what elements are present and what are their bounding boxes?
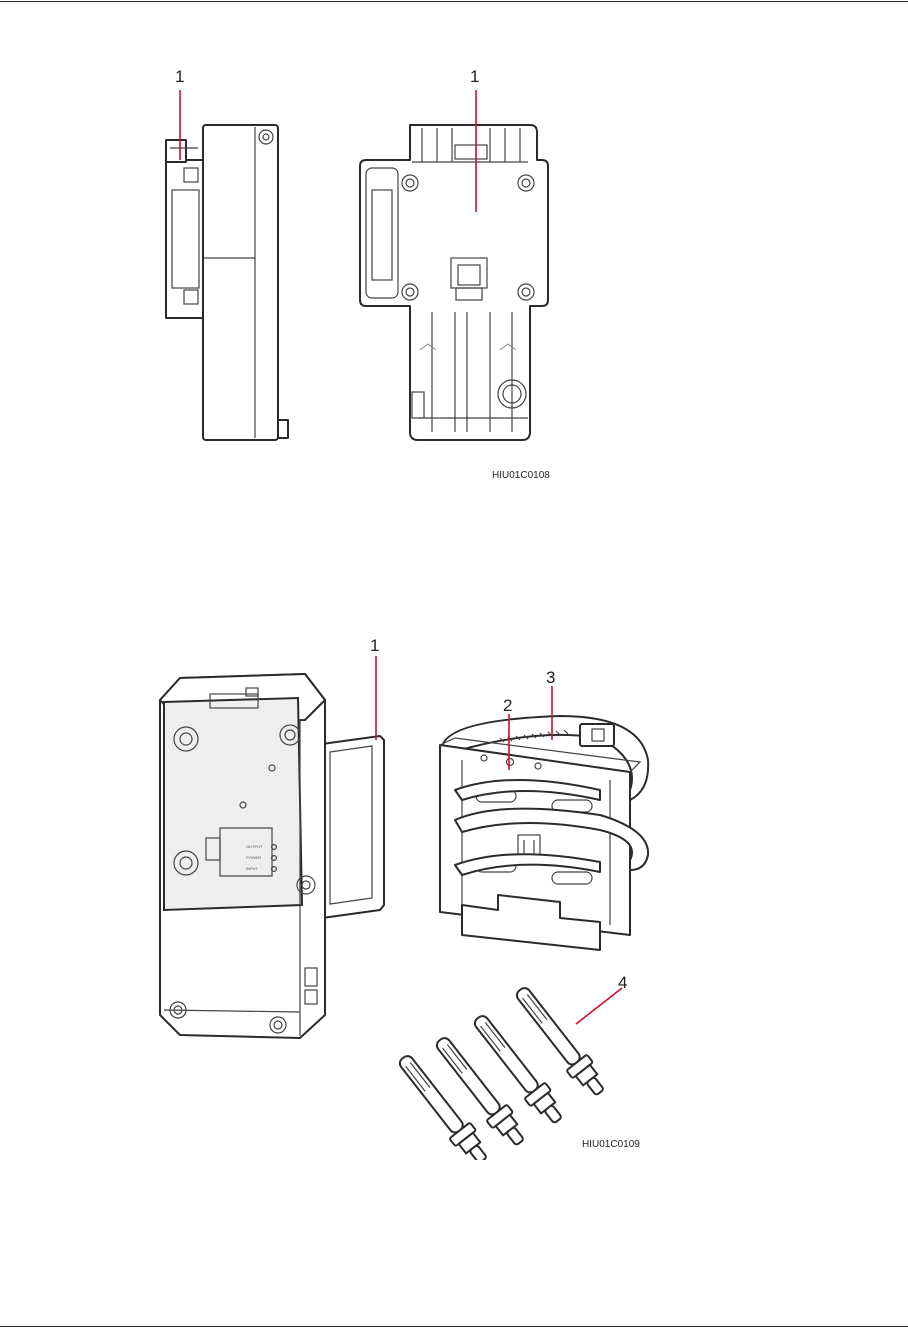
callout-1: 1 — [370, 636, 379, 655]
callout-1-side: 1 — [175, 67, 184, 86]
callout-2: 2 — [503, 696, 512, 715]
callout-3: 3 — [546, 668, 555, 687]
callout-4: 4 — [618, 973, 627, 992]
side-view-bracket — [166, 140, 203, 318]
figure-top: 1 1 HIU01C0108 — [0, 0, 908, 500]
figure-id-label: HIU01C0109 — [582, 1139, 640, 1150]
device-unit: OUTPUT POWER INPUT — [160, 674, 325, 1038]
expansion-bolts-part-4 — [393, 982, 611, 1160]
footer-rule — [0, 1326, 908, 1327]
callout-1-front: 1 — [470, 67, 479, 86]
pole-bracket-part-2 — [440, 716, 648, 950]
leader-line — [576, 988, 622, 1024]
indicator-label-power: POWER — [246, 855, 261, 860]
front-view-bracket — [360, 125, 548, 440]
side-view-device — [203, 125, 288, 440]
bracket-part-1 — [322, 736, 384, 918]
figure-bottom: OUTPUT POWER INPUT — [0, 600, 908, 1160]
figure-id-label: HIU01C0108 — [492, 470, 550, 481]
indicator-label-output: OUTPUT — [246, 844, 263, 849]
indicator-label-input: INPUT — [246, 866, 259, 871]
